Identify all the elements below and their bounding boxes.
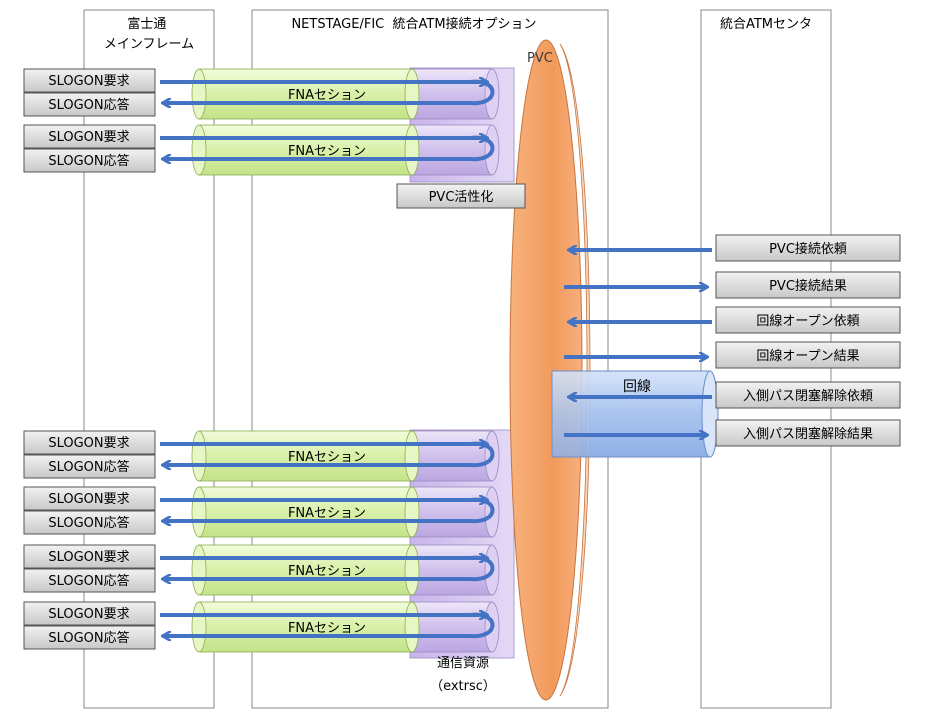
slogon-response-label: SLOGON応答 [48, 573, 129, 589]
loopback-curve [469, 497, 495, 524]
session-group: SLOGON要求 SLOGON応答 FNAセション [23, 124, 500, 176]
atm-message-label: 入側パス閉塞解除依頼 [743, 388, 873, 404]
slogon-request-label: SLOGON要求 [48, 436, 129, 451]
slogon-response-label: SLOGON応答 [48, 153, 129, 169]
fna-session-tube [191, 486, 500, 538]
slogon-response-label: SLOGON応答 [48, 515, 129, 531]
fna-session-tube [191, 430, 500, 482]
slogon-response-box: SLOGON応答 [23, 148, 156, 173]
slogon-request-box: SLOGON要求 [23, 486, 156, 511]
session-group: SLOGON要求 SLOGON応答 FNAセション [23, 486, 500, 538]
loopback-curve [469, 555, 495, 582]
slogon-response-label: SLOGON応答 [48, 97, 129, 113]
loopback-curve [469, 441, 495, 468]
atm-message: PVC接続結果 [564, 271, 901, 299]
netstage-title: NETSTAGE/FIC 統合ATM接続オプション [291, 16, 536, 32]
slogon-request-label: SLOGON要求 [48, 550, 129, 565]
slogon-response-label: SLOGON応答 [48, 630, 129, 646]
atm-message-label: 入側パス閉塞解除結果 [743, 426, 873, 442]
slogon-response-box: SLOGON応答 [23, 568, 156, 593]
fna-session-label: FNAセション [288, 88, 366, 103]
atm-message-box: 回線オープン依頼 [715, 306, 901, 334]
fna-session-tube [191, 601, 500, 653]
comm-resource-label: 通信資源 [437, 656, 489, 671]
atm-message-label: 回線オープン結果 [756, 348, 859, 364]
slogon-request-box: SLOGON要求 [23, 68, 156, 93]
atm-message: 回線オープン結果 [564, 341, 901, 369]
loopback-curve [469, 612, 495, 639]
mainframe-column [83, 9, 215, 709]
session-group: SLOGON要求 SLOGON応答 FNAセション [23, 601, 500, 653]
slogon-response-box: SLOGON応答 [23, 510, 156, 535]
fna-session-label: FNAセション [288, 621, 366, 636]
atm-message: PVC接続依頼 [570, 234, 901, 262]
slogon-request-box: SLOGON要求 [23, 430, 156, 455]
slogon-request-label: SLOGON要求 [48, 74, 129, 89]
pvc-label: PVC [527, 51, 553, 66]
atm-message-box: 入側パス閉塞解除結果 [715, 419, 901, 447]
slogon-response-box: SLOGON応答 [23, 454, 156, 479]
atm-message: 入側パス閉塞解除結果 [564, 419, 901, 447]
pvc-ellipse [509, 39, 591, 701]
loopback-curve [469, 79, 495, 106]
slogon-response-label: SLOGON応答 [48, 459, 129, 475]
mainframe-title: 富士通 メインフレーム [104, 16, 194, 52]
atm-message-box: 回線オープン結果 [715, 341, 901, 369]
slogon-response-box: SLOGON応答 [23, 92, 156, 117]
session-group: SLOGON要求 SLOGON応答 FNAセション [23, 430, 500, 482]
atm-message-box: PVC接続結果 [715, 271, 901, 299]
slogon-response-box: SLOGON応答 [23, 625, 156, 650]
fna-session-label: FNAセション [288, 564, 366, 579]
slogon-request-box: SLOGON要求 [23, 544, 156, 569]
slogon-request-label: SLOGON要求 [48, 130, 129, 145]
atm-message-label: PVC接続依頼 [769, 241, 847, 257]
session-group: SLOGON要求 SLOGON応答 FNAセション [23, 544, 500, 596]
slogon-request-box: SLOGON要求 [23, 601, 156, 626]
atm-message-label: 回線オープン依頼 [756, 313, 859, 329]
fna-session-label: FNAセション [288, 506, 366, 521]
atm-center-title: 統合ATMセンタ [720, 17, 812, 32]
fna-session-label: FNAセション [288, 144, 366, 159]
atm-message: 入側パス閉塞解除依頼 [570, 381, 901, 409]
session-group: SLOGON要求 SLOGON応答 FNAセション [23, 68, 500, 120]
fna-session-label: FNAセション [288, 450, 366, 465]
atm-message-label: PVC接続結果 [769, 278, 847, 294]
fna-session-tube [191, 124, 500, 176]
slogon-request-box: SLOGON要求 [23, 124, 156, 149]
loopback-curve [469, 135, 495, 162]
atm-message-box: 入側パス閉塞解除依頼 [715, 381, 901, 409]
line-label: 回線 [623, 379, 651, 395]
atm-message-box: PVC接続依頼 [715, 234, 901, 262]
pvc-activate-label: PVC活性化 [429, 190, 494, 205]
pvc-activate-box: PVC活性化 [396, 183, 526, 209]
extrsc-label: （extrsc） [430, 679, 496, 694]
atm-message: 回線オープン依頼 [570, 306, 901, 334]
slogon-request-label: SLOGON要求 [48, 492, 129, 507]
slogon-request-label: SLOGON要求 [48, 607, 129, 622]
